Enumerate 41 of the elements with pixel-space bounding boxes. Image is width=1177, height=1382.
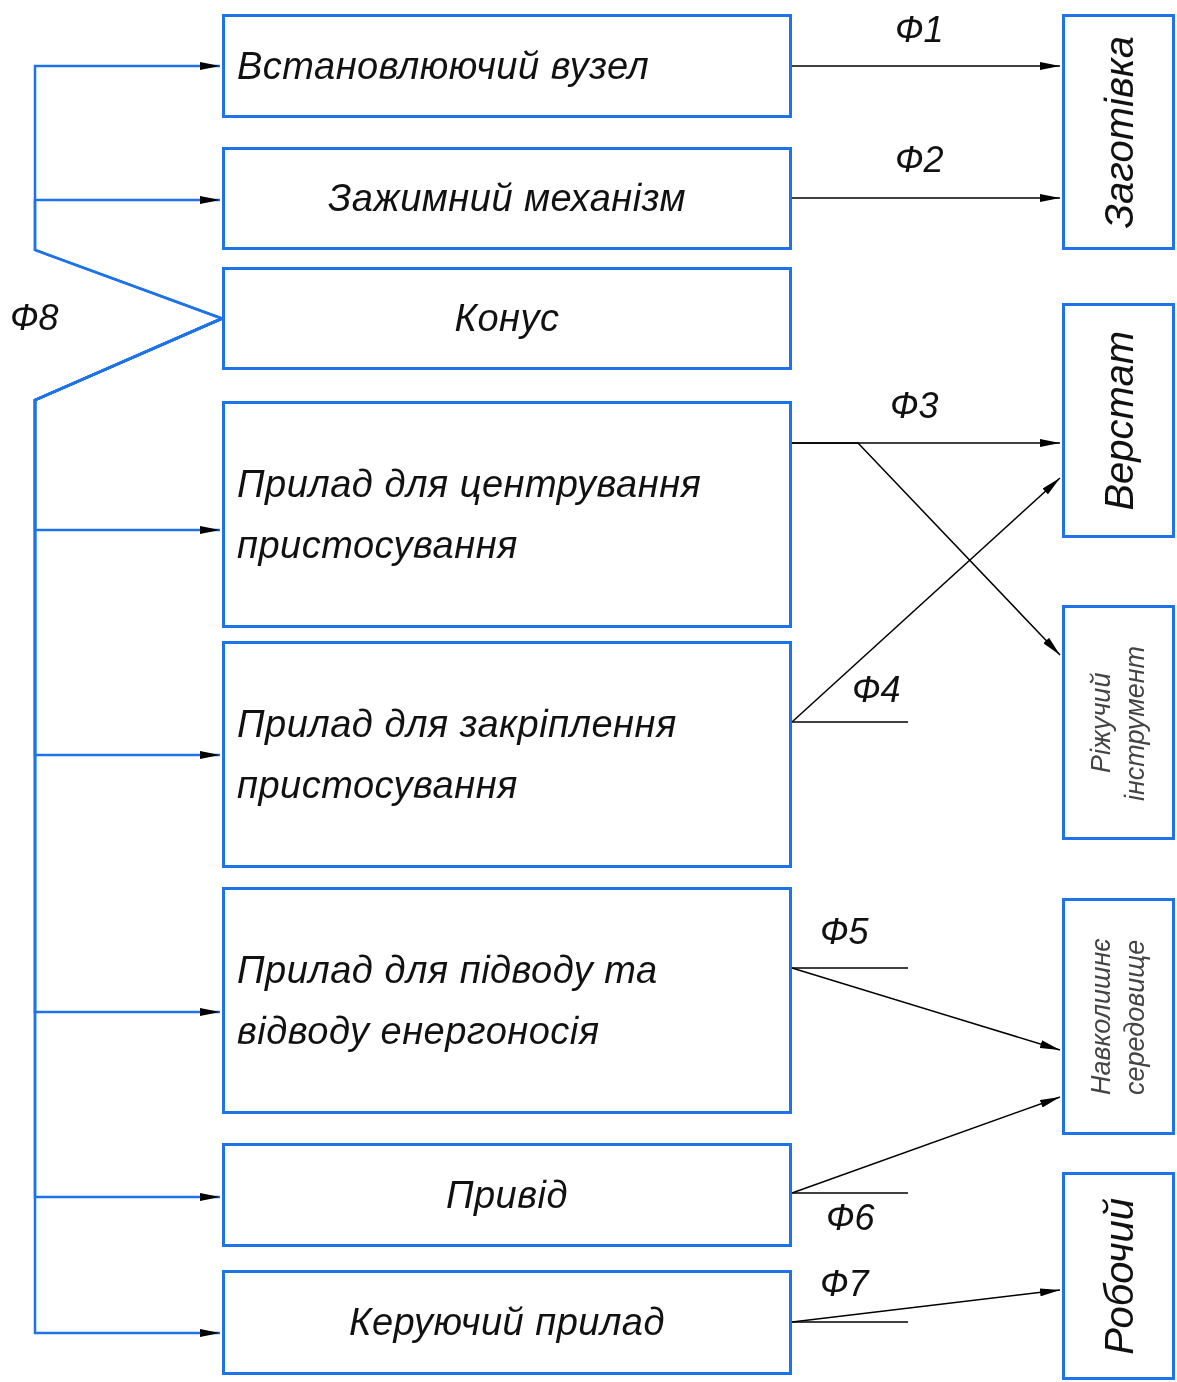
block-label: Заготівка <box>1098 35 1139 229</box>
block-label: Прилад для підводу та відводу енергоносія <box>237 947 659 1054</box>
block-label: Ріжучий інструмент <box>1084 644 1151 803</box>
edge-label: Ф7 <box>820 1266 869 1302</box>
block-label: Верстат <box>1098 330 1139 511</box>
block-label: Керуючий прилад <box>349 1300 665 1346</box>
edge-label: Ф6 <box>826 1200 875 1236</box>
arrow <box>33 196 223 320</box>
arrow <box>791 1096 1061 1194</box>
block-box <box>222 401 792 628</box>
edge-label: Ф1 <box>895 12 944 48</box>
edge-label: Ф4 <box>852 672 901 708</box>
arrow <box>791 194 1061 202</box>
block-box <box>1062 1172 1175 1380</box>
block-box <box>1062 14 1175 250</box>
block-label: Робочий <box>1098 1197 1139 1355</box>
block-box <box>222 1270 792 1375</box>
block-label: Зажимний механізм <box>328 176 686 222</box>
block-label: Прилад для центрування пристосування <box>237 461 703 568</box>
block-box <box>222 1143 792 1247</box>
block-box <box>222 147 792 250</box>
edge-label: Ф3 <box>890 388 939 424</box>
arrow <box>791 967 1061 1051</box>
block-box <box>222 267 792 370</box>
block-box <box>222 887 792 1114</box>
edge-label: Ф5 <box>820 914 869 950</box>
block-label: Навколишнє середовище <box>1084 937 1151 1097</box>
flow-label: Ф8 <box>10 300 59 336</box>
arrow <box>791 442 1061 656</box>
block-box <box>1062 303 1175 538</box>
block-label: Встановлюючий вузел <box>237 43 650 89</box>
edge-label: Ф2 <box>895 142 944 178</box>
block-box <box>222 14 792 118</box>
arrow <box>791 477 1061 723</box>
block-label: Конус <box>454 296 560 342</box>
block-box <box>222 641 792 868</box>
block-label: Привід <box>445 1172 569 1218</box>
block-box <box>1062 605 1175 840</box>
arrow <box>791 62 1061 70</box>
block-box <box>1062 898 1175 1135</box>
block-label: Прилад для закріплення пристосування <box>237 701 678 808</box>
